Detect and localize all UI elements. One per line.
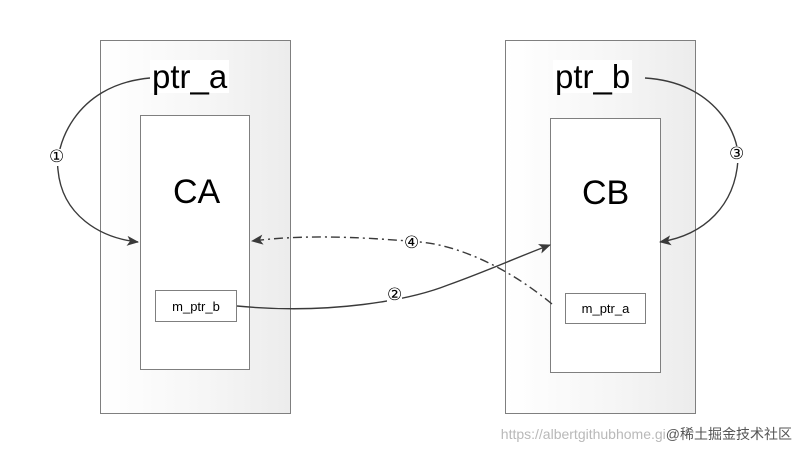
ca-label: CA bbox=[173, 173, 221, 211]
arrow-step2 bbox=[236, 244, 551, 310]
step1-label: ① bbox=[49, 147, 65, 167]
cb-label: CB bbox=[582, 174, 630, 212]
cb-object-box bbox=[550, 118, 661, 373]
ca-object-box bbox=[140, 115, 250, 370]
m-ptr-a-field: m_ptr_a bbox=[565, 293, 646, 324]
watermark-brand: @稀土掘金技术社区 bbox=[665, 426, 792, 442]
arrow-step3 bbox=[644, 77, 739, 246]
step2-label: ② bbox=[387, 285, 403, 305]
arrow-step1 bbox=[56, 77, 151, 246]
step4-label: ④ bbox=[404, 233, 420, 253]
watermark: https://albertgithubhome.gi@稀土掘金技术社区 bbox=[501, 424, 792, 444]
arrow-step4 bbox=[251, 234, 553, 305]
watermark-url: https://albertgithubhome.gi bbox=[500, 426, 666, 442]
step3-label: ③ bbox=[729, 144, 745, 164]
ptr-a-label: ptr_a bbox=[150, 58, 230, 95]
ptr-b-label: ptr_b bbox=[553, 58, 633, 95]
m-ptr-b-field: m_ptr_b bbox=[155, 290, 237, 322]
